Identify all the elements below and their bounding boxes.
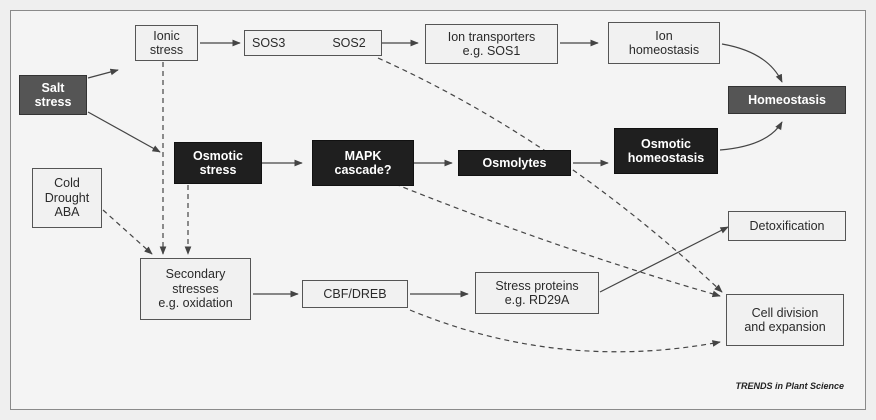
dashed-cold-to-secondary (102, 209, 153, 255)
dashed-mapk-to-cell-division (394, 183, 721, 298)
homeostasis-node: Homeostasis (728, 86, 846, 114)
ion-homeostasis-node: Ion homeostasis (608, 22, 720, 64)
arrow-salt-to-ionic (87, 68, 119, 79)
arrow-stress-proteins-to-detoxification (599, 226, 729, 293)
mapk-cascade-node: MAPK cascade? (312, 140, 414, 186)
sos2-label: SOS2 (332, 35, 366, 50)
journal-credit: TRENDS in Plant Science (735, 381, 844, 391)
detoxification-node: Detoxification (728, 211, 846, 241)
salt-stress-node: Salt stress (19, 75, 87, 115)
osmotic-stress-node: Osmotic stress (174, 142, 262, 184)
sos3-sos2-node: SOS3 (244, 30, 382, 56)
dashed-cbf-to-cell-division (409, 309, 721, 353)
figure-frame (10, 10, 866, 410)
ion-transporters-node: Ion transporters e.g. SOS1 (425, 24, 558, 64)
arrow-osmotic-homeostasis-to-homeostasis (719, 121, 783, 151)
stress-proteins-node: Stress proteins e.g. RD29A (475, 272, 599, 314)
cbf-dreb-node: CBF/DREB (302, 280, 408, 308)
secondary-stresses-node: Secondary stresses e.g. oxidation (140, 258, 251, 320)
osmotic-homeostasis-node: Osmotic homeostasis (614, 128, 718, 174)
arrow-ion-homeostasis-to-homeostasis (721, 43, 783, 83)
osmolytes-node: Osmolytes (458, 150, 571, 176)
ionic-stress-node: Ionic stress (135, 25, 198, 61)
cell-division-node: Cell division and expansion (726, 294, 844, 346)
cold-drought-aba-node: Cold Drought ABA (32, 168, 102, 228)
sos3-label: SOS3 (252, 35, 286, 50)
dashed-sos2-to-cell-division (377, 57, 723, 293)
arrow-salt-to-osmotic (87, 111, 161, 153)
